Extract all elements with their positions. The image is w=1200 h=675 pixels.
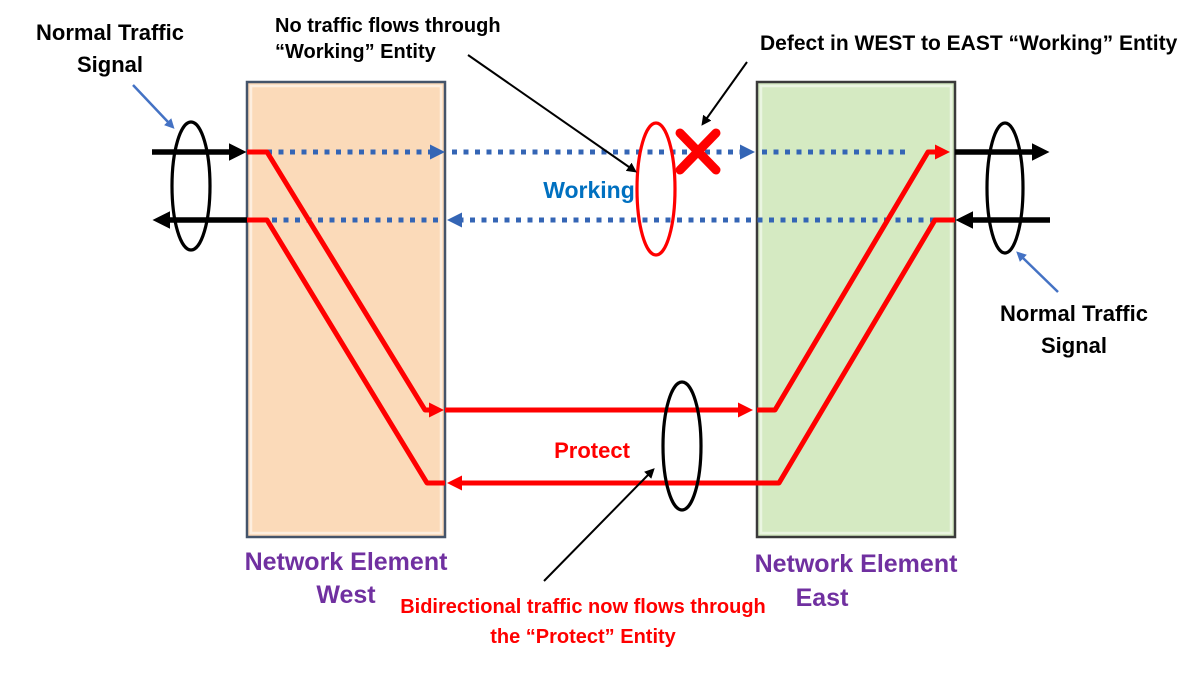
- normal-signal-pointer-left: [132, 84, 175, 129]
- ne-west-label-line1: Network Element: [245, 548, 449, 576]
- protect-path-east-selector: [757, 144, 950, 413]
- protect-entity-ellipse: [661, 380, 703, 512]
- east-box-bevel: [759, 84, 953, 535]
- defect-pointer-arrow: [701, 61, 748, 126]
- defect-x-icon: [675, 128, 721, 175]
- bidirectional-pointer-arrow: [543, 468, 655, 582]
- protect-label: Protect: [554, 438, 630, 463]
- normal-traffic-right-label-line2: Signal: [1041, 333, 1107, 358]
- blue-annotation-arrows: [132, 84, 1059, 293]
- left-signal-ellipse: [170, 120, 212, 252]
- no-traffic-label-line2: “Working” Entity: [275, 41, 437, 63]
- no-traffic-pointer-arrow: [467, 54, 637, 173]
- protect-path-west-bridge: [247, 149, 444, 418]
- annotation-arrows: [467, 54, 748, 582]
- protect-entity-lines: [247, 144, 955, 491]
- normal-traffic-right-label-line1: Normal Traffic: [1000, 301, 1148, 326]
- ne-west-label-line2: West: [316, 581, 376, 609]
- no-traffic-label-line1: No traffic flows through: [275, 15, 501, 37]
- protect-path-west-selector: [247, 217, 445, 486]
- ne-east-label-line2: East: [796, 584, 849, 612]
- defect-x-stroke-2: [675, 128, 721, 175]
- ne-east-label-line1: Network Element: [755, 550, 959, 578]
- protect-line-east-to-west-span: [447, 217, 955, 491]
- normal-traffic-left-label-line2: Signal: [77, 52, 143, 77]
- network-element-west-box: [245, 80, 447, 539]
- defect-label: Defect in WEST to EAST “Working” Entity: [760, 32, 1178, 55]
- normal-traffic-left-label-line1: Normal Traffic: [36, 20, 184, 45]
- bidirectional-label-line1: Bidirectional traffic now flows through: [400, 596, 766, 618]
- west-box-bevel: [249, 84, 443, 535]
- working-entity-lines: [267, 144, 935, 228]
- right-signal-ellipse: [985, 121, 1025, 255]
- working-entity-ellipse: [635, 121, 677, 257]
- working-label: Working: [543, 177, 635, 203]
- bidirectional-label-line2: the “Protect” Entity: [490, 626, 676, 648]
- normal-signal-pointer-right: [1016, 251, 1059, 293]
